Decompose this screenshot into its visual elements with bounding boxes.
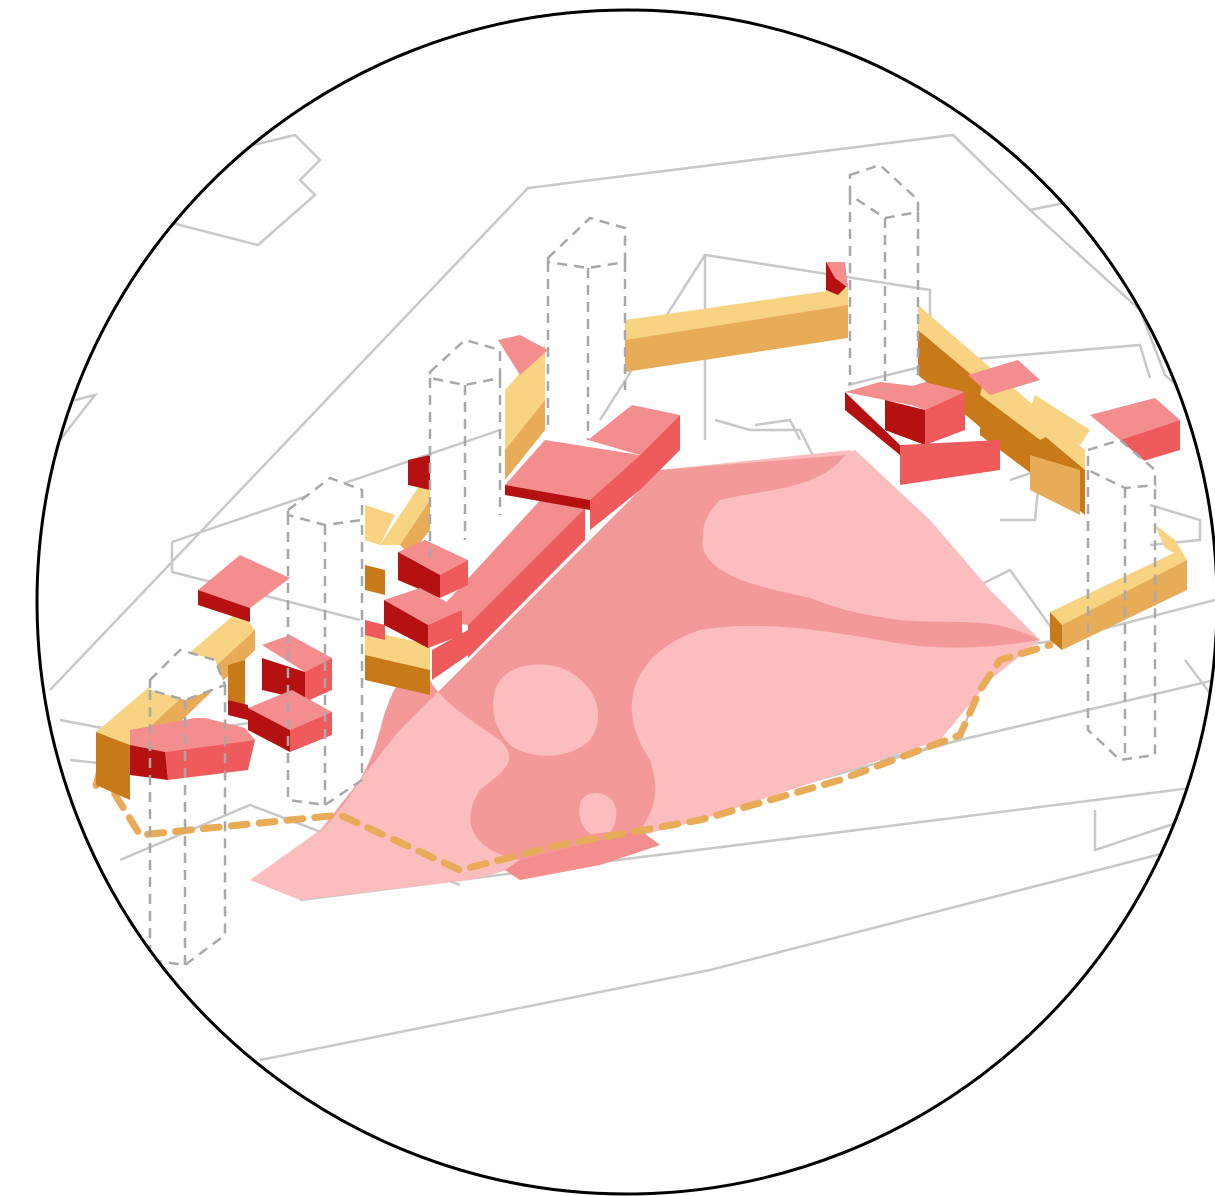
red-block-e3-front [900,440,1000,485]
tower-northeast [850,165,918,390]
clipped-content [50,135,1215,1060]
tower-north [548,218,625,440]
red-block-c3-side [408,455,430,490]
orange-bar-mid-side [365,565,385,595]
park-lawn-2 [579,793,616,834]
orange-bar-west-lower [228,660,245,705]
